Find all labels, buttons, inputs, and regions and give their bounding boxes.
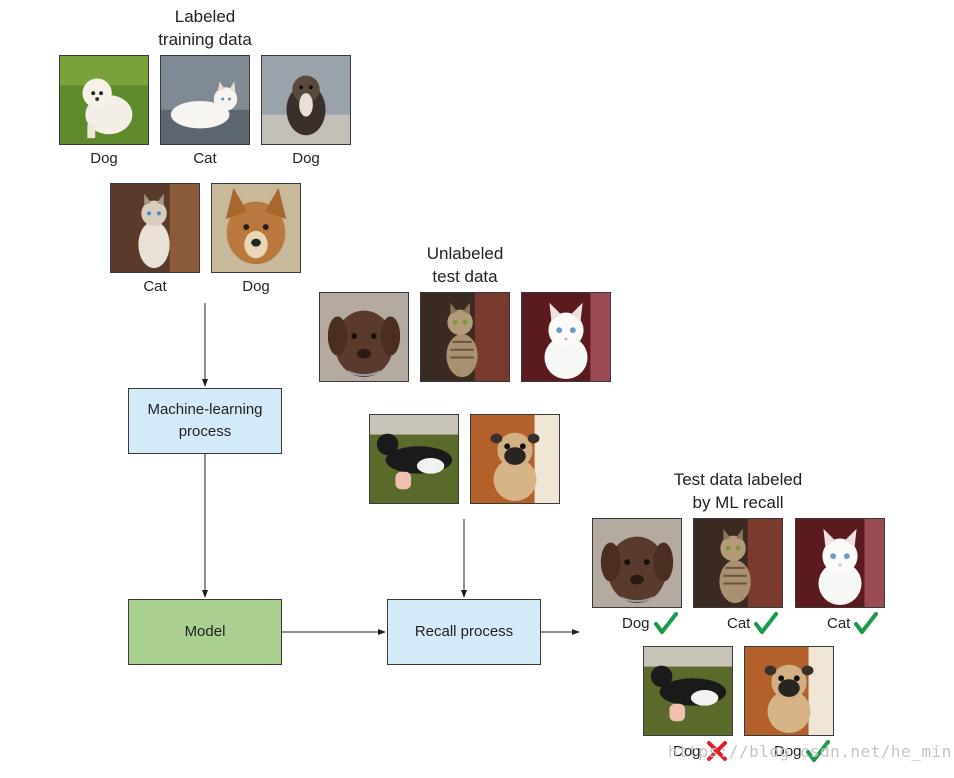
results-heading: Test data labeled by ML recall xyxy=(673,470,803,512)
white-cat-lying-photo xyxy=(160,55,250,145)
white-dog-on-grass-photo xyxy=(59,55,149,145)
chocolate-labrador-photo xyxy=(592,518,682,608)
black-white-cat-lying-photo xyxy=(369,414,459,504)
check-mark-icon xyxy=(653,612,678,634)
ml-process-box: Machine-learning process xyxy=(128,388,282,454)
result-label-4: Dog xyxy=(673,740,729,762)
training-label-3: Dog xyxy=(292,150,320,167)
white-kitten-photo xyxy=(795,518,885,608)
cross-mark-icon xyxy=(705,740,729,762)
check-mark-icon xyxy=(854,612,879,634)
siamese-cat-sitting-photo xyxy=(110,183,200,273)
result-label-1: Dog xyxy=(622,612,678,634)
tabby-cat-sitting-photo xyxy=(420,292,510,382)
training-label-5: Dog xyxy=(242,278,270,295)
recall-process-box: Recall process xyxy=(387,599,541,665)
unlabeled-heading: Unlabeled test data xyxy=(426,244,504,286)
tabby-cat-sitting-photo xyxy=(693,518,783,608)
training-label-2: Cat xyxy=(193,150,217,167)
pug-dog-photo xyxy=(744,646,834,736)
brown-dog-face-photo xyxy=(211,183,301,273)
pug-dog-photo xyxy=(470,414,560,504)
result-label-5: Dog xyxy=(774,740,830,762)
check-mark-icon xyxy=(805,740,830,762)
result-label-3: Cat xyxy=(827,612,879,634)
check-mark-icon xyxy=(754,612,779,634)
training-label-4: Cat xyxy=(143,278,167,295)
watermark: https://blog.csdn.net/he_min xyxy=(668,742,952,761)
training-heading: Labeled training data xyxy=(158,7,252,49)
chocolate-labrador-photo xyxy=(319,292,409,382)
black-white-cat-lying-photo xyxy=(643,646,733,736)
training-label-1: Dog xyxy=(90,150,118,167)
result-label-2: Cat xyxy=(727,612,779,634)
white-kitten-photo xyxy=(521,292,611,382)
shih-tzu-dog-photo xyxy=(261,55,351,145)
model-box: Model xyxy=(128,599,282,665)
